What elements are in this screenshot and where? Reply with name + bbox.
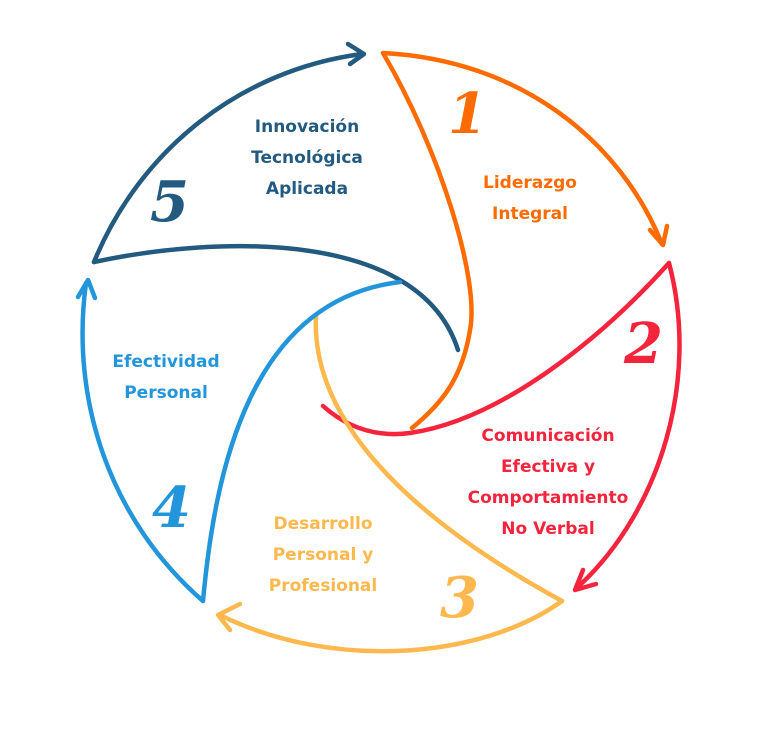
step-5-line: Aplicada [265,179,349,199]
segment-3-inner-arc [313,313,565,604]
step-4-line: Efectividad [112,352,220,372]
segment-2-inner-arc [320,260,672,437]
segment-3 [215,313,565,654]
step-1-line: Integral [492,204,568,224]
segment-5-arrowhead [345,41,367,67]
step-3-label: Desarrollo Personal y Profesional [258,509,388,602]
step-2-line: No Verbal [501,519,595,539]
step-5-label: Innovación Tecnológica Aplicada [240,112,374,205]
segment-3-arrowhead [215,601,243,633]
step-2-line: Comunicación [481,426,615,446]
step-4-label: Efectividad Personal [100,347,232,409]
step-2-line: Efectiva y [500,457,596,477]
step-3-line: Desarrollo [273,514,373,534]
segment-4-outer-arc [80,280,206,604]
segment-1-inner-arc [380,50,474,431]
segment-2-arrowhead [572,567,599,593]
step-3-line: Profesional [268,576,378,596]
step-5-number: 5 [150,169,189,235]
step-5-line: Tecnológica [251,148,363,168]
segment-2 [320,260,682,593]
step-5-line: Innovación [254,117,360,137]
segment-4 [75,277,403,604]
step-3-line: Personal y [272,545,374,565]
step-4-number: 4 [152,475,191,541]
segment-5-inner-arc [91,243,461,353]
step-2-number: 2 [624,311,663,377]
segment-1-arrowhead [647,223,670,248]
segment-1 [380,50,670,431]
step-1-label: Liderazgo Integral [470,168,590,230]
segment-5-outer-arc [91,51,365,265]
segment-5 [91,41,461,353]
segment-1-outer-arc [380,50,665,247]
segment-2-outer-arc [577,260,682,588]
step-4-line: Personal [124,383,208,403]
step-2-label: Comunicación Efectiva y Comportamiento N… [458,421,638,545]
step-3-number: 3 [440,565,479,631]
segment-4-inner-arc [200,279,403,604]
segment-3-outer-arc [217,598,565,654]
step-1-number: 1 [448,81,487,147]
segment-4-arrowhead [75,277,98,301]
step-1-line: Liderazgo [483,173,577,193]
step-2-line: Comportamiento [467,488,629,508]
